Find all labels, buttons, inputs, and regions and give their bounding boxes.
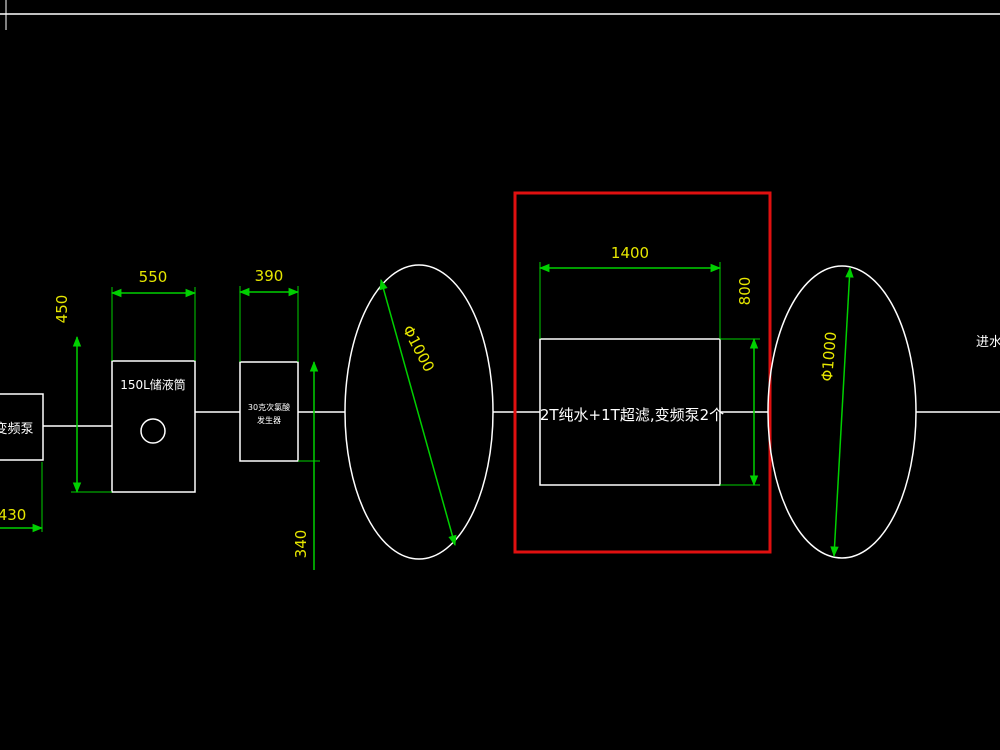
pump-left: 变频泵 (0, 393, 44, 461)
generator-label-line1: 30克次氯酸 (248, 402, 290, 412)
dim-circle-right-diameter-line (830, 266, 854, 558)
pump-left-label: 变频泵 (0, 421, 34, 437)
dim-filter-height-text: 800 (736, 277, 754, 306)
generator: 30克次氯酸 发生器 (239, 361, 299, 462)
flow-line (43, 411, 1000, 427)
circle-tank-left: Φ1000 (344, 264, 494, 560)
circle-tank-right: Φ1000 (767, 265, 917, 559)
storage-tank-port (140, 418, 166, 444)
inlet-label: 进水 (976, 335, 1000, 350)
filter-unit: 2T纯水+1T超滤,变频泵2个 (539, 338, 724, 486)
dim-tank-width-text: 550 (139, 268, 168, 286)
filter-unit-label: 2T纯水+1T超滤,变频泵2个 (540, 406, 724, 424)
storage-tank: 150L储液筒 (111, 360, 196, 493)
dim-filter-height: 800 (720, 277, 760, 487)
dim-tank-height-text: 450 (53, 295, 71, 324)
dim-tank-width: 550 (110, 268, 197, 361)
generator-label-line2: 发生器 (257, 415, 281, 425)
dim-generator-height: 340 (292, 360, 320, 570)
dim-pump-left-width: 430 (0, 462, 44, 533)
dim-tank-height: 450 (53, 295, 112, 494)
dim-filter-width: 1400 (538, 244, 722, 339)
dim-generator-height-text: 340 (292, 530, 310, 559)
dim-pump-left-width-text: 430 (0, 506, 26, 524)
dim-circle-left-diameter-line (379, 278, 457, 547)
dim-circle-right-diameter-text: Φ1000 (818, 331, 840, 382)
dim-generator-width: 390 (238, 267, 300, 362)
dim-filter-width-text: 1400 (611, 244, 649, 262)
storage-tank-label: 150L储液筒 (120, 377, 186, 392)
dim-generator-width-text: 390 (255, 267, 284, 285)
